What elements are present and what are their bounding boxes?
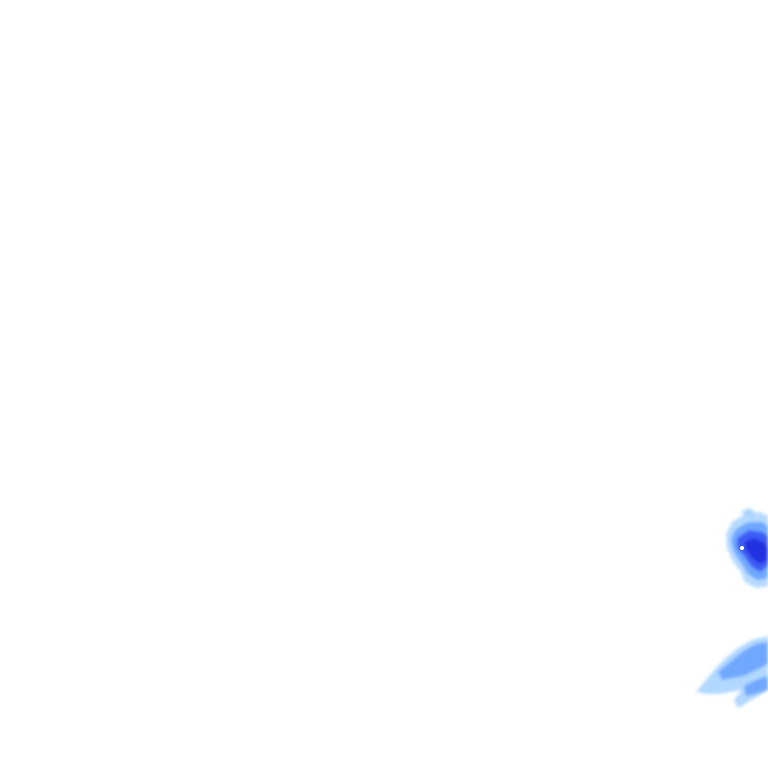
echo-band-lower-right	[696, 636, 768, 708]
echo-core-speck	[740, 546, 744, 550]
echo-intense	[744, 538, 768, 564]
band-moderate-2	[744, 676, 768, 696]
band-moderate	[718, 642, 768, 680]
echo-fragment	[741, 508, 756, 518]
echo-cell-upper-right	[726, 508, 768, 588]
